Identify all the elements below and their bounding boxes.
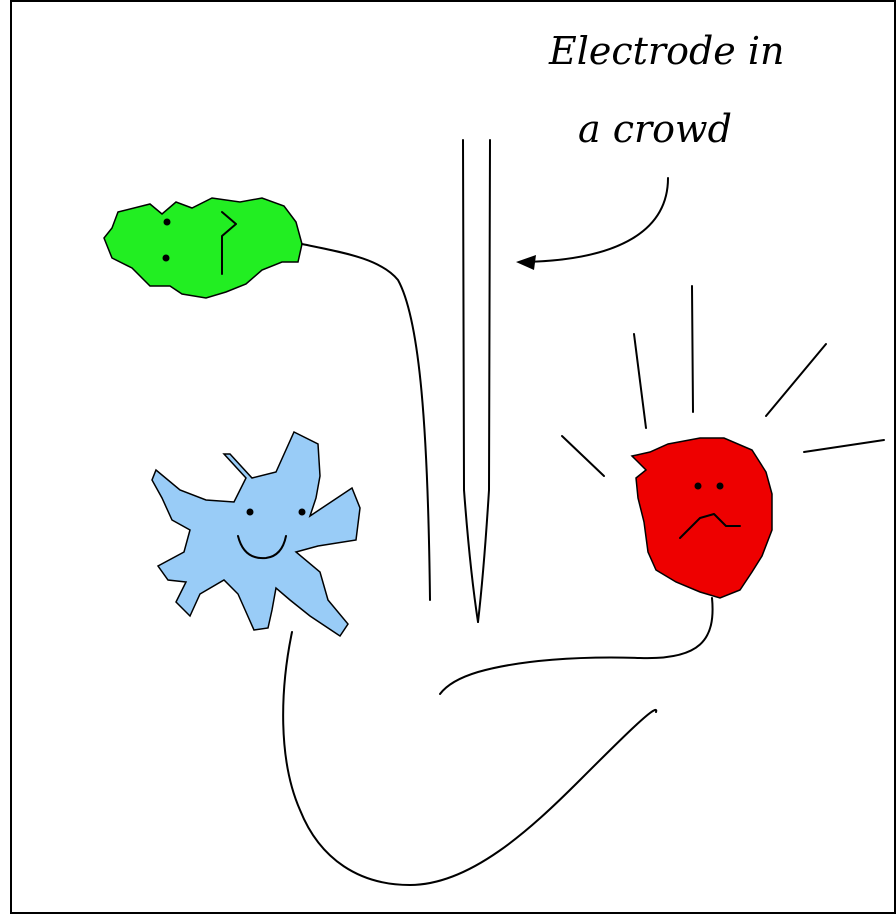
blue-neuron-eye-left: [247, 509, 254, 516]
caption-line-1: Electrode in: [548, 29, 785, 73]
caption-line-2: a crowd: [578, 107, 732, 151]
red-neuron-eye-left: [695, 483, 702, 490]
green-neuron-eye-lower: [163, 255, 170, 262]
blue-neuron-eye-right: [299, 509, 306, 516]
frame-border: [11, 1, 895, 913]
red-neuron-eye-right: [717, 483, 724, 490]
firing-ray-3: [692, 286, 693, 412]
green-neuron-eye-upper: [164, 219, 171, 226]
